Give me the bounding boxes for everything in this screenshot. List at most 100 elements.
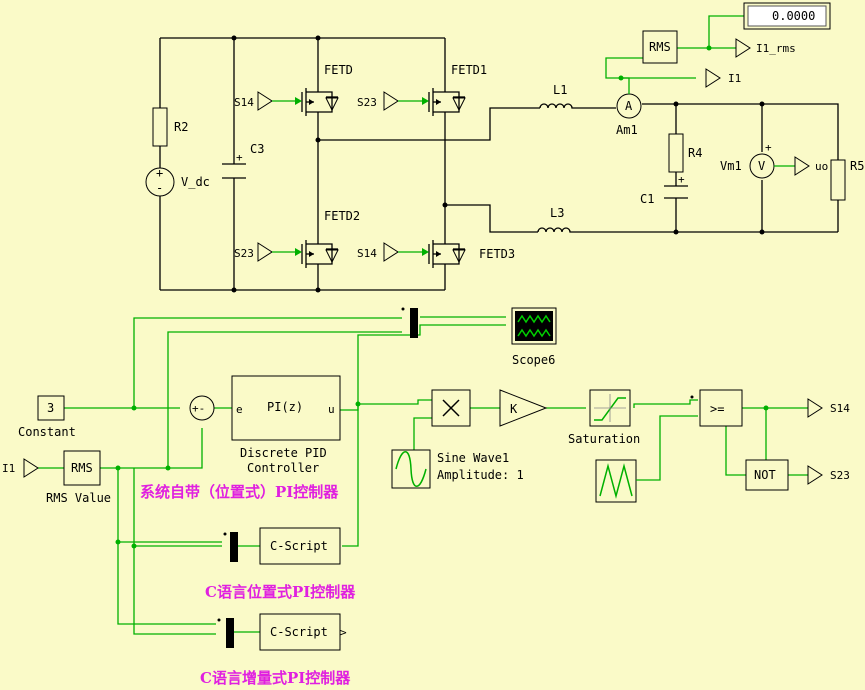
- svg-text:3: 3: [47, 401, 54, 415]
- svg-text:S14: S14: [357, 247, 377, 260]
- saturation-block[interactable]: Saturation: [568, 389, 640, 446]
- product-block[interactable]: [431, 389, 471, 427]
- rms-value-block[interactable]: RMS RMS Value: [46, 450, 111, 505]
- svg-text:S14: S14: [830, 402, 850, 415]
- gain-block[interactable]: K: [499, 389, 548, 427]
- capacitor-c1[interactable]: + C1: [640, 173, 688, 206]
- svg-text:C3: C3: [250, 142, 264, 156]
- mosfet-fetd2[interactable]: FETD2: [301, 209, 360, 272]
- from-i1[interactable]: I1: [2, 458, 39, 478]
- svg-text:0.0000: 0.0000: [772, 9, 815, 23]
- svg-text:C-Script: C-Script: [270, 625, 328, 639]
- control-junctions: [115, 401, 769, 549]
- mosfet-fetd1[interactable]: FETD1: [428, 63, 487, 124]
- gate-input-s23-fetd1[interactable]: S23: [357, 91, 429, 111]
- svg-text:Scope6: Scope6: [512, 353, 555, 367]
- svg-text:V_dc: V_dc: [181, 175, 210, 189]
- svg-text:+: +: [765, 141, 772, 154]
- resistor-r5[interactable]: R5: [830, 159, 864, 201]
- sine-wave1[interactable]: Sine Wave1 Amplitude: 1: [391, 449, 524, 489]
- svg-text:NOT: NOT: [754, 468, 776, 482]
- resistor-r2[interactable]: R2: [152, 107, 188, 147]
- display-block[interactable]: 0.0000: [743, 2, 831, 30]
- power-junctions: [231, 35, 765, 293]
- svg-text:RMS: RMS: [649, 40, 671, 54]
- svg-text:C1: C1: [640, 192, 654, 206]
- power-wires: [159, 37, 839, 291]
- mux-cscript1[interactable]: [223, 532, 261, 562]
- svg-text:K: K: [510, 402, 518, 416]
- svg-text:L1: L1: [553, 83, 567, 97]
- control-wires: [38, 316, 808, 635]
- voltmeter-vm1[interactable]: V + Vm1 uo: [720, 141, 828, 179]
- goto-s23[interactable]: S23: [807, 465, 850, 485]
- svg-text:Saturation: Saturation: [568, 432, 640, 446]
- svg-text:S23: S23: [830, 469, 850, 482]
- svg-text:R4: R4: [688, 146, 702, 160]
- svg-text:R5: R5: [850, 159, 864, 173]
- annotation-c-position-pi: C语言位置式PI控制器: [205, 583, 356, 601]
- ammeter-am1[interactable]: A Am1: [605, 15, 744, 137]
- svg-text:u: u: [328, 403, 335, 416]
- svg-text:V: V: [758, 159, 765, 173]
- goto-s14[interactable]: S14: [807, 398, 850, 418]
- svg-text:+: +: [236, 151, 243, 164]
- svg-text:I1: I1: [728, 72, 741, 85]
- mosfet-fetd[interactable]: FETD: [301, 63, 353, 124]
- gate-input-s23-fetd2[interactable]: S23: [234, 242, 302, 262]
- triangle-carrier[interactable]: [595, 459, 661, 503]
- rms-block-top[interactable]: RMS: [642, 30, 678, 64]
- svg-text:PI(z): PI(z): [267, 400, 303, 414]
- gate-input-s14-fetd3[interactable]: S14: [357, 242, 429, 262]
- mux-cscript2[interactable]: [217, 618, 261, 648]
- resistor-r4[interactable]: R4: [668, 133, 702, 173]
- goto-i1-rms[interactable]: I1_rms: [735, 38, 796, 58]
- svg-text:Vm1: Vm1: [720, 159, 742, 173]
- svg-text:S14: S14: [234, 96, 254, 109]
- svg-text:I1: I1: [2, 462, 15, 475]
- not-block[interactable]: NOT: [745, 459, 789, 491]
- svg-text:L3: L3: [550, 206, 564, 220]
- svg-text:C-Script: C-Script: [270, 539, 328, 553]
- constant-block[interactable]: 3 Constant: [18, 395, 76, 439]
- svg-text:-: -: [156, 181, 163, 195]
- svg-text:A: A: [625, 99, 633, 113]
- svg-text:FETD1: FETD1: [451, 63, 487, 77]
- comparator-block[interactable]: >=: [690, 389, 743, 427]
- svg-text:Am1: Am1: [616, 123, 638, 137]
- inductor-l1[interactable]: L1: [539, 83, 576, 109]
- annotation-builtin-pi: 系统自带（位置式）PI控制器: [140, 483, 339, 501]
- svg-text:+: +: [678, 173, 685, 186]
- scope6[interactable]: Scope6: [511, 307, 557, 367]
- svg-text:RMS Value: RMS Value: [46, 491, 111, 505]
- gate-input-s14-fetd[interactable]: S14: [234, 91, 302, 111]
- svg-text:uo: uo: [815, 160, 828, 173]
- mosfet-fetd3[interactable]: FETD3: [428, 232, 515, 272]
- annotation-c-incremental-pi: C语言增量式PI控制器: [200, 669, 351, 687]
- svg-text:+: +: [156, 166, 163, 180]
- svg-text:FETD3: FETD3: [479, 247, 515, 261]
- goto-i1[interactable]: I1: [705, 68, 741, 88]
- svg-text:FETD: FETD: [324, 63, 353, 77]
- cscript-block-1[interactable]: C-Script: [259, 527, 341, 565]
- cscript-block-2[interactable]: C-Script >: [259, 613, 347, 651]
- svg-text:>: >: [340, 626, 347, 639]
- inductor-l3[interactable]: L3: [537, 206, 576, 233]
- svg-text:R2: R2: [174, 120, 188, 134]
- mux-scope[interactable]: [401, 307, 419, 339]
- svg-text:Discrete PID: Discrete PID: [240, 446, 327, 460]
- svg-text:FETD2: FETD2: [324, 209, 360, 223]
- svg-text:Sine Wave1: Sine Wave1: [437, 451, 509, 465]
- svg-text:+-: +-: [192, 402, 205, 415]
- svg-text:RMS: RMS: [71, 461, 93, 475]
- svg-text:e: e: [236, 403, 243, 416]
- svg-text:Constant: Constant: [18, 425, 76, 439]
- sum-block[interactable]: +-: [189, 395, 215, 421]
- discrete-pid-controller[interactable]: PI(z) e u Discrete PID Controller: [231, 375, 341, 475]
- capacitor-c3[interactable]: + C3: [222, 142, 264, 179]
- svg-text:S23: S23: [357, 96, 377, 109]
- svg-text:S23: S23: [234, 247, 254, 260]
- svg-text:Controller: Controller: [247, 461, 319, 475]
- voltage-source-vdc[interactable]: +- V_dc: [145, 166, 210, 197]
